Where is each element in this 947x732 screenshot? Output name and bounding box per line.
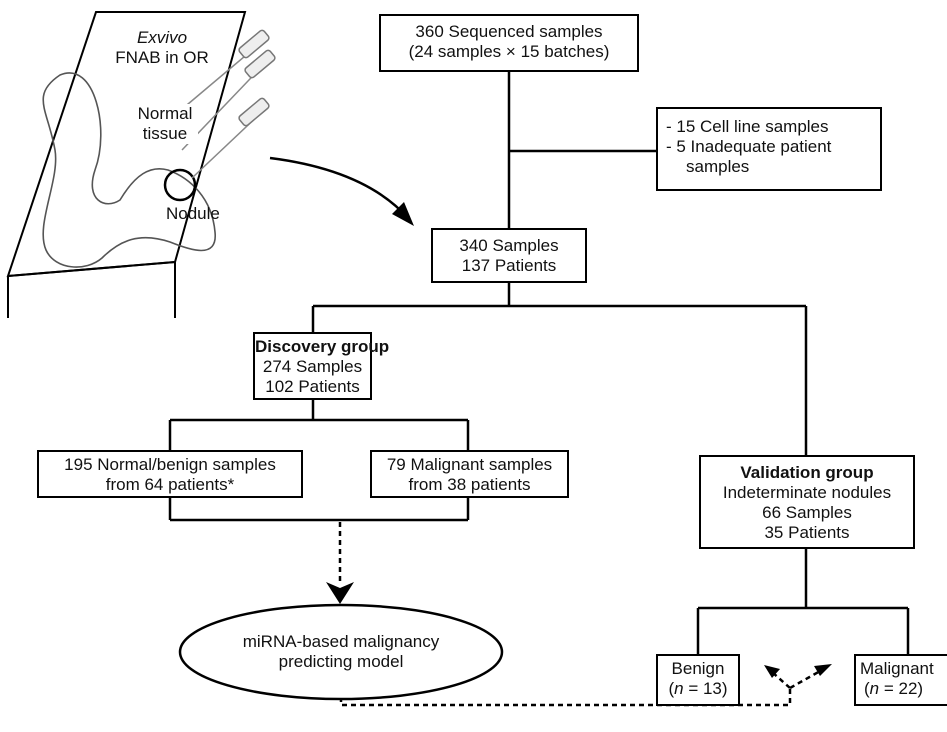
tissue-label: tissue [142,124,188,143]
dashed-connectors [338,522,823,707]
malignant-n-symbol: n [869,679,880,698]
malignant-val-n: (n = 22) [860,679,947,699]
times-symbol: × [505,42,516,61]
excluded-samples-box: - 15 Cell line samples - 5 Inadequate pa… [656,107,882,191]
discovery-line1: 274 Samples [262,357,363,376]
model-line2: predicting model [278,652,404,671]
normal-label: Normal [137,104,193,123]
needle-hubs [238,29,276,127]
model-arrowhead [326,582,354,604]
nodule-label: Nodule [166,204,220,223]
malignant-disc-line1: 79 Malignant samples [386,455,553,474]
benign-arrowhead [764,665,780,678]
benign-label: Benign [671,659,725,678]
sequenced-samples-box: 360 Sequenced samples (24 samples × 15 b… [379,14,639,72]
validation-title: Validation group [740,463,874,482]
validation-line1: Indeterminate nodules [722,483,892,502]
curved-arrowhead [392,202,414,226]
connectors [168,72,910,654]
sequenced-line2: (24 samples × 15 batches) [381,42,637,62]
malignant-val-label: Malignant [860,659,934,678]
total-line1: 340 Samples [459,236,559,255]
benign-box: Benign (n = 13) [656,654,740,706]
normal-benign-line1: 195 Normal/benign samples [64,455,276,474]
excluded-line3: samples [686,157,750,176]
malignant-validation-box: Malignant (n = 22) [854,654,947,706]
sequenced-line2-post: 15 batches) [515,42,610,61]
normal-benign-line2: from 64 patients* [105,475,235,494]
normal-tissue-label: Normal tissue [132,104,198,144]
malignant-disc-line2: from 38 patients [408,475,531,494]
sequenced-line1: 360 Sequenced samples [415,22,603,41]
discovery-line2: 102 Patients [265,377,360,396]
thyroid-outline [42,72,216,268]
model-line1: miRNA-based malignancy [242,632,440,651]
malignant-discovery-box: 79 Malignant samples from 38 patients [370,450,569,498]
exvivo-label: Exvivo [136,28,188,47]
validation-line2: 66 Samples [762,503,852,522]
excluded-line1: - 15 Cell line samples [666,117,829,136]
illustration-title: Exvivo FNAB in OR [112,28,212,68]
malignant-n-open: ( [864,679,870,698]
total-samples-box: 340 Samples 137 Patients [431,228,587,283]
nodule-circle [163,168,197,202]
excluded-line2: - 5 Inadequate patient [666,137,832,156]
benign-n-rest: = 13) [683,679,728,698]
benign-n-open: ( [668,679,675,698]
normal-benign-box: 195 Normal/benign samples from 64 patien… [37,450,303,498]
benign-n: (n = 13) [658,679,738,699]
discovery-title: Discovery group [255,337,390,356]
model-ellipse [178,603,504,701]
malignant-arrowhead [814,664,832,676]
benign-n-symbol: n [674,679,684,698]
model-label: miRNA-based malignancy predicting model [213,632,469,672]
discovery-group-box: Discovery group 274 Samples 102 Patients [253,332,390,400]
tray-front-edge [7,261,176,277]
total-line2: 137 Patients [461,256,557,275]
fnab-label: FNAB in OR [115,48,209,67]
curved-arrow [269,156,409,219]
sequenced-line2-pre: (24 samples [408,42,506,61]
validation-line3: 35 Patients [764,523,850,542]
fnab-illustration [6,11,276,318]
malignant-n-rest: = 22) [879,679,924,698]
validation-group-box: Validation group Indeterminate nodules 6… [699,455,915,549]
